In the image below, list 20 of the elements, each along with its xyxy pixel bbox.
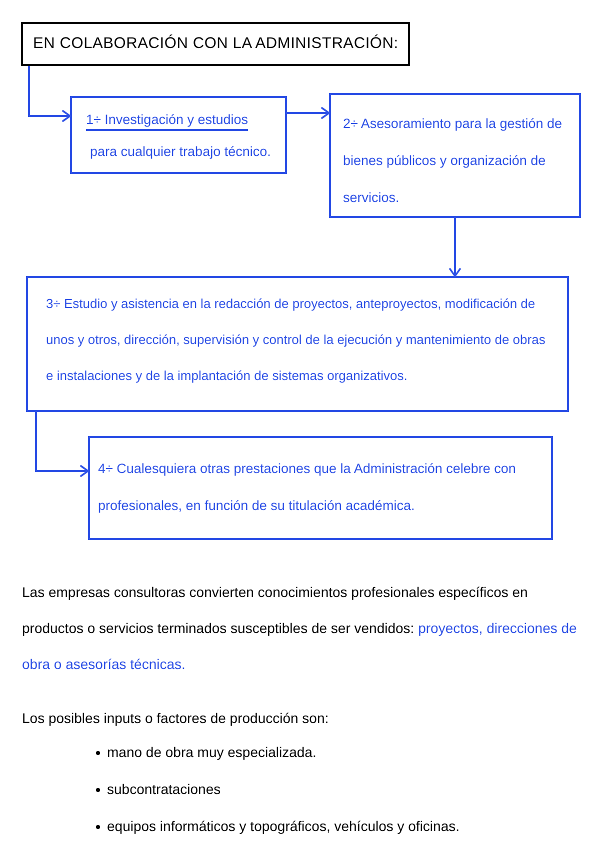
heading-box <box>21 22 410 66</box>
intro-text: Los posibles inputs o factores de producción son: <box>22 709 329 728</box>
step-box <box>70 96 287 174</box>
arrow <box>449 218 461 277</box>
list-item-text: equipos informáticos y topográficos, vehículos y oficinas. <box>107 817 460 836</box>
heading-text: EN COLABORACIÓN CON LA ADMINISTRACIÓN: <box>33 34 398 54</box>
step-box <box>26 276 569 412</box>
arrow <box>28 66 71 122</box>
list-item-text: subcontrataciones <box>107 780 221 799</box>
step-box <box>88 436 553 540</box>
list-item-text: mano de obra muy especializada. <box>107 743 316 762</box>
paragraph-text: Las empresas consultoras convierten conocimientos profesionales específicos en productos o servicios terminados susceptibles de ser vendidos: proyectos, direcciones de obra o asesorías técnicas. <box>22 583 578 674</box>
box-text: 3÷ Estudio y asistencia en la redacción de proyectos, anteproyectos, modificación de unos y otros, dirección, supervisión y control de la ejecución y mantenimiento de obras e instalaciones y de la implantación de sistemas organizativos. <box>46 295 546 385</box>
arrow <box>35 412 89 477</box>
step-box <box>329 93 581 218</box>
arrow <box>287 107 330 119</box>
box-text: 2÷ Asesoramiento para la gestión de bienes públicos y organización de servicios. <box>343 115 564 207</box>
box-text: 1÷ Investigación y estudios <box>86 111 248 129</box>
box-text: para cualquier trabajo técnico. <box>89 143 271 161</box>
box-text: 4÷ Cualesquiera otras prestaciones que la Administración celebre con profesionales, en función de su titulación académica. <box>98 460 517 515</box>
